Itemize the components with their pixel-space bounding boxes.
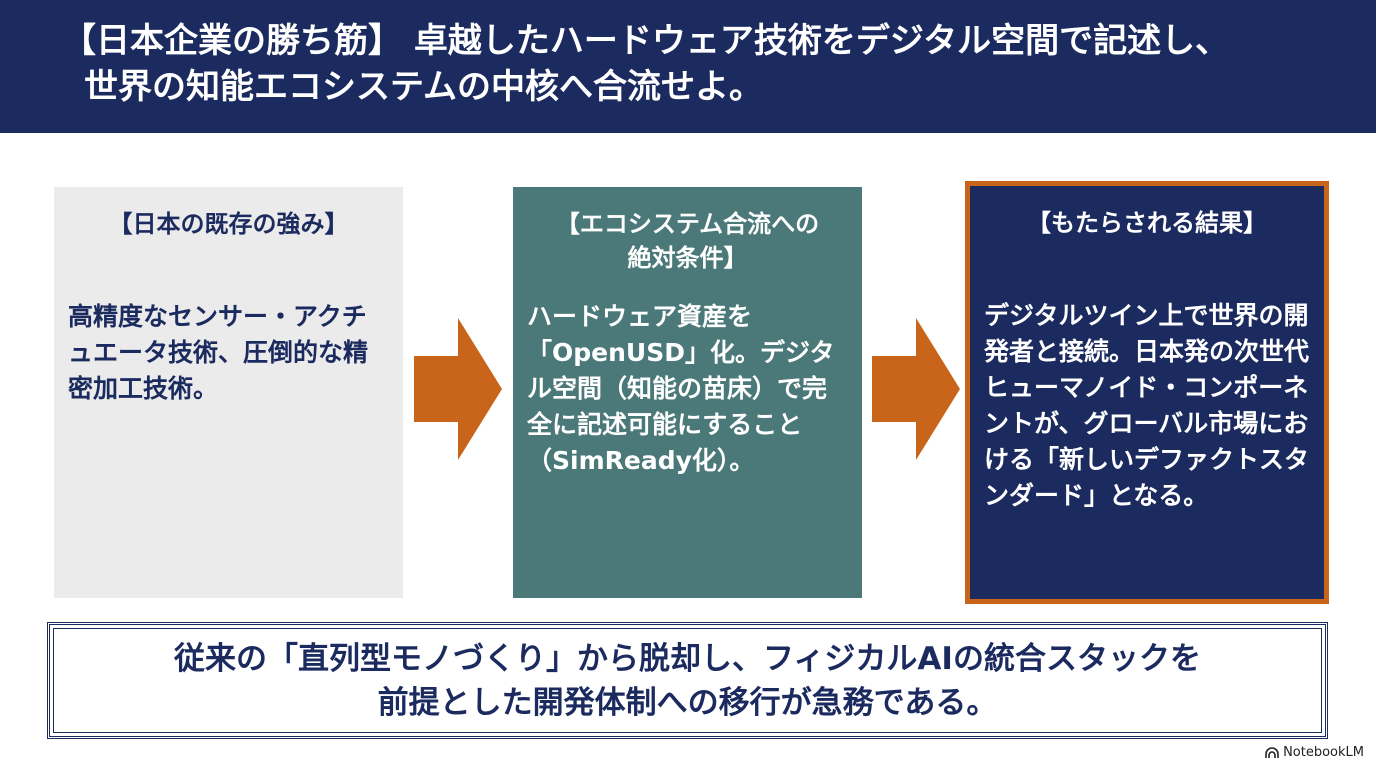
title-line-1: 【日本企業の勝ち筋】 卓越したハードウェア技術をデジタル空間で記述し、: [62, 21, 1230, 61]
title-banner: 【日本企業の勝ち筋】 卓越したハードウェア技術をデジタル空間で記述し、 世界の知…: [0, 0, 1376, 133]
step-heading: 【もたらされる結果】: [1027, 209, 1267, 237]
step-box-ecosystem-condition: 【エコシステム合流への絶対条件】 ハードウェア資産を「OpenUSD」化。デジタ…: [513, 187, 862, 598]
step-body: 高精度なセンサー・アクチュエータ技術、圧倒的な精密加工技術。: [68, 302, 369, 403]
conclusion-box: 従来の「直列型モノづくり」から脱却し、フィジカルAIの統合スタックを 前提とした…: [47, 622, 1328, 739]
arrow-right-icon: [872, 318, 960, 460]
notebooklm-logo: NotebookLM: [1265, 745, 1364, 760]
arrow-right-icon: [414, 318, 502, 460]
step-box-existing-strengths: 【日本の既存の強み】 高精度なセンサー・アクチュエータ技術、圧倒的な精密加工技術…: [54, 187, 403, 598]
conclusion-line-2: 前提とした開発体制への移行が急務である。: [377, 685, 998, 721]
notebooklm-icon: [1265, 746, 1279, 758]
conclusion-line-1: 従来の「直列型モノづくり」から脱却し、フィジカルAIの統合スタックを: [174, 641, 1201, 677]
step-heading: 【日本の既存の強み】: [108, 210, 349, 238]
step-body: デジタルツイン上で世界の開発者と接続。日本発の次世代ヒューマノイド・コンポーネン…: [984, 301, 1310, 510]
step-heading: 【エコシステム合流への絶対条件】: [555, 210, 820, 272]
title-line-2: 世界の知能エコシステムの中核へ合流せよ。: [84, 67, 763, 107]
step-body: ハードウェア資産を「OpenUSD」化。デジタル空間（知能の苗床）で完全に記述可…: [527, 302, 835, 475]
logo-text: NotebookLM: [1283, 745, 1364, 760]
step-box-result: 【もたらされる結果】 デジタルツイン上で世界の開発者と接続。日本発の次世代ヒュー…: [965, 181, 1329, 604]
